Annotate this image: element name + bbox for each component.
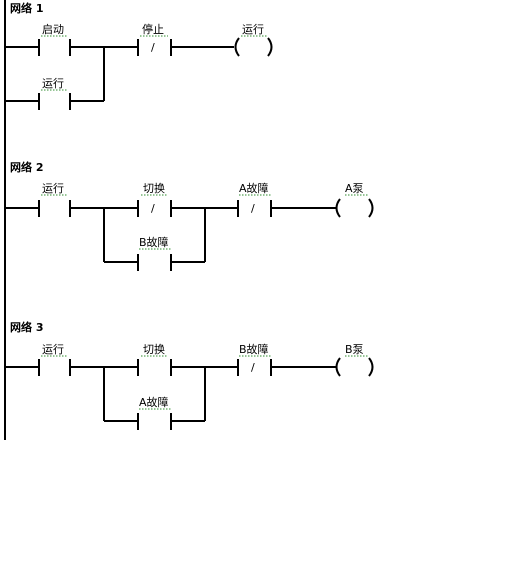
contact-label: 运行 [42, 343, 64, 356]
contact-run: 运行 [38, 182, 71, 217]
contact-stop-nc: 停止 / [137, 22, 172, 56]
network-2: 网络 2 运行 切换 / B故障 [5, 160, 374, 271]
coil-label: 运行 [242, 23, 264, 36]
contact-start: 启动 [38, 23, 71, 56]
contact-b-fault: B故障 [137, 235, 172, 271]
contact-label: 运行 [42, 77, 64, 90]
contact-run-seal-in: 运行 [38, 77, 71, 110]
network-2-title: 网络 2 [10, 160, 43, 174]
contact-label: B故障 [139, 235, 169, 249]
contact-b-fault-nc: B故障 / [237, 342, 272, 376]
coil-pump-a: A泵 [335, 182, 374, 218]
nc-slash: / [151, 41, 155, 54]
contact-label: A故障 [139, 395, 169, 409]
coil-pump-b: B泵 [335, 343, 374, 377]
coil-label: A泵 [345, 182, 364, 195]
coil-label: B泵 [345, 343, 364, 356]
contact-switch-nc: 切换 / [137, 181, 172, 217]
network-3: 网络 3 运行 切换 A故障 [5, 320, 374, 430]
contact-label: 停止 [142, 22, 164, 36]
nc-slash: / [251, 361, 255, 374]
nc-slash: / [251, 202, 255, 215]
contact-label: 切换 [143, 342, 165, 356]
contact-a-fault-nc: A故障 / [237, 181, 272, 217]
network-1: 网络 1 启动 运行 停止 / [5, 1, 273, 110]
nc-slash: / [151, 202, 155, 215]
contact-a-fault: A故障 [137, 395, 172, 430]
network-1-title: 网络 1 [10, 1, 43, 15]
contact-label: A故障 [239, 181, 269, 195]
contact-label: 切换 [143, 181, 165, 195]
contact-run: 运行 [38, 343, 71, 376]
contact-switch: 切换 [137, 342, 172, 376]
contact-label: 启动 [42, 23, 64, 36]
coil-run: 运行 [234, 23, 273, 57]
contact-label: B故障 [239, 342, 269, 356]
contact-label: 运行 [42, 182, 64, 195]
network-3-title: 网络 3 [10, 320, 43, 334]
